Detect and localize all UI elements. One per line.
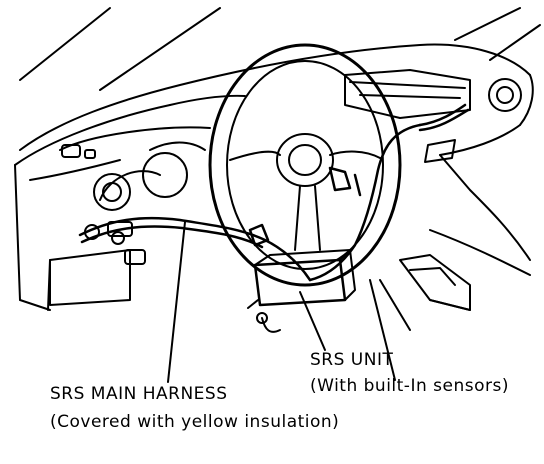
srs-unit-label: SRS UNIT bbox=[310, 350, 394, 370]
srs-main-harness-note: (Covered with yellow insulation) bbox=[50, 412, 340, 432]
center-console bbox=[379, 254, 471, 331]
passenger-airbag-module bbox=[344, 69, 522, 163]
srs-unit-note: (With built-In sensors) bbox=[310, 376, 509, 396]
dashboard-outline bbox=[14, 43, 534, 381]
leader-lines bbox=[167, 221, 326, 383]
srs-unit-box bbox=[247, 249, 356, 333]
srs-main-harness-label: SRS MAIN HARNESS bbox=[50, 384, 228, 404]
instrument-cluster bbox=[59, 126, 211, 211]
windshield-lines bbox=[19, 7, 541, 91]
steering-wheel bbox=[208, 43, 402, 287]
srs-main-harness bbox=[78, 103, 470, 282]
